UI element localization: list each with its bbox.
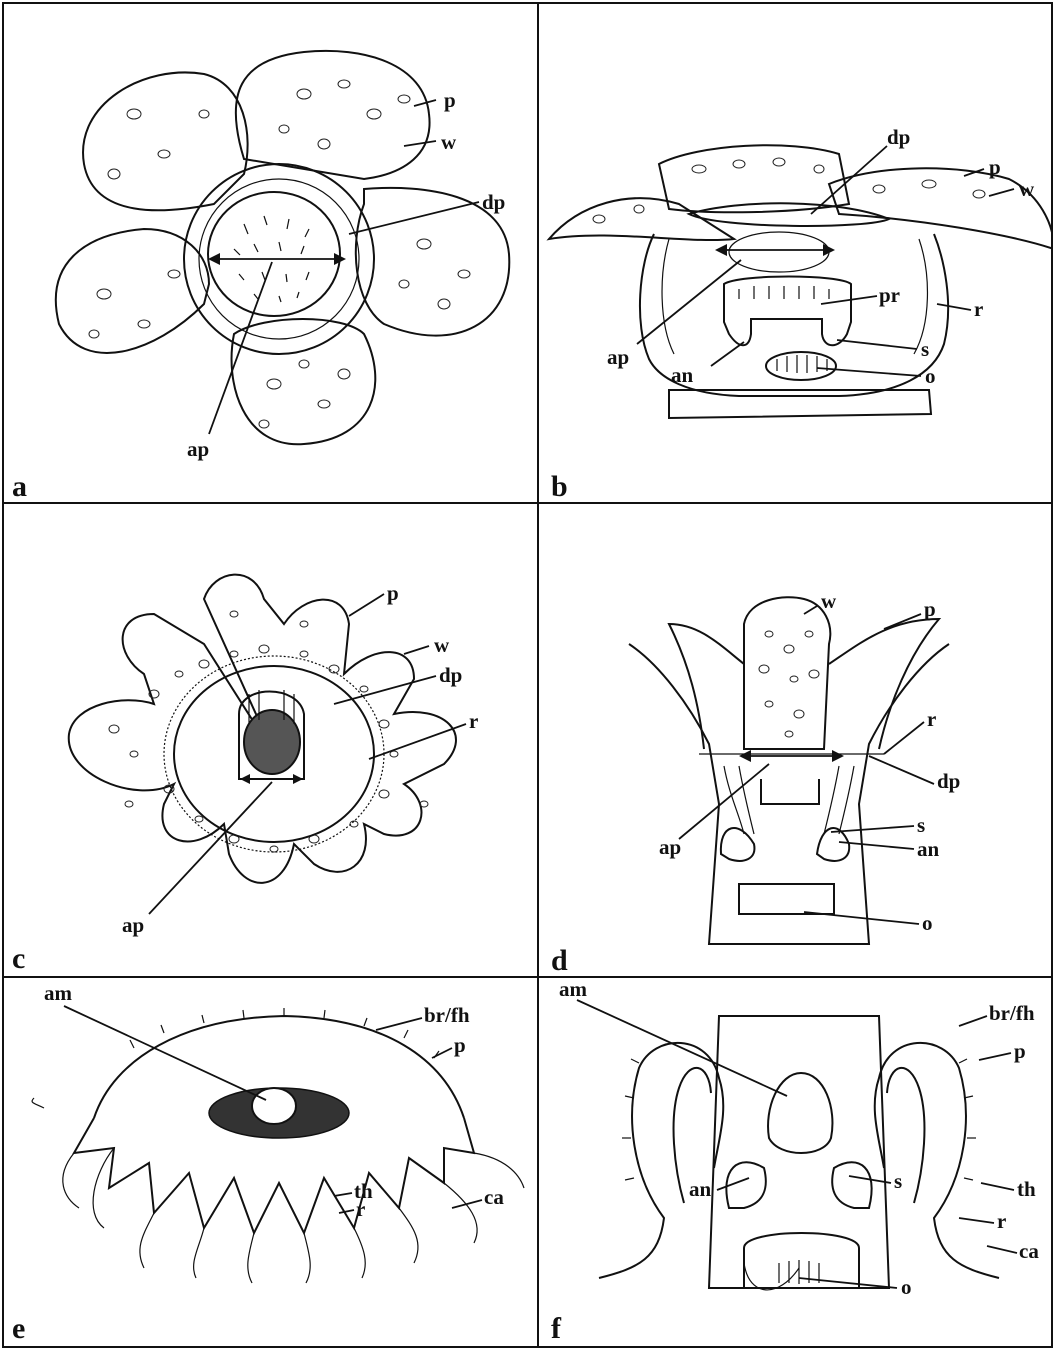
label-p: p <box>387 581 399 605</box>
panel-d: w p r dp ap s an o d <box>537 502 1053 978</box>
label-am: am <box>44 981 73 1005</box>
panel-letter-a: a <box>12 470 27 503</box>
label-ap: ap <box>122 913 144 937</box>
aperture-arrow-d <box>739 750 844 762</box>
label-th: th <box>1017 1177 1036 1201</box>
label-s: s <box>894 1169 902 1193</box>
label-p: p <box>924 597 936 621</box>
label-am: am <box>559 978 588 1001</box>
label-w: w <box>1019 177 1035 201</box>
flower-b-drawing <box>549 145 1053 418</box>
label-an: an <box>671 363 694 387</box>
flower-f-drawing <box>599 1016 999 1290</box>
label-an: an <box>917 837 940 861</box>
label-o: o <box>922 911 933 935</box>
label-r: r <box>356 1197 365 1221</box>
label-w: w <box>441 130 457 154</box>
label-dp: dp <box>887 125 910 149</box>
label-s: s <box>921 337 929 361</box>
label-r: r <box>997 1209 1006 1233</box>
label-p: p <box>989 155 1001 179</box>
aperture-arrow-b <box>715 244 835 256</box>
label-ap: ap <box>187 437 209 461</box>
label-ca: ca <box>1019 1239 1039 1263</box>
label-o: o <box>901 1275 912 1299</box>
panel-c: p w dp r ap c <box>2 502 539 978</box>
label-ap: ap <box>659 835 681 859</box>
label-s: s <box>917 813 925 837</box>
label-p: p <box>454 1033 466 1057</box>
label-ap: ap <box>607 345 629 369</box>
panel-e: am br/fh p th r ca e <box>2 976 539 1348</box>
panel-letter-d: d <box>551 944 568 977</box>
aperture-arrow-a <box>208 253 346 265</box>
label-an: an <box>689 1177 712 1201</box>
flower-a-drawing <box>56 51 509 444</box>
label-w: w <box>434 633 450 657</box>
label-r: r <box>974 297 983 321</box>
label-dp: dp <box>937 769 960 793</box>
panel-letter-b: b <box>551 470 568 503</box>
label-brfh: br/fh <box>989 1001 1035 1025</box>
label-dp: dp <box>482 190 505 214</box>
label-p: p <box>1014 1039 1026 1063</box>
label-r: r <box>469 709 478 733</box>
panel-f: am br/fh p an s th r ca o f <box>537 976 1053 1348</box>
panel-letter-c: c <box>12 942 25 975</box>
label-w: w <box>821 589 837 613</box>
label-p: p <box>444 88 456 112</box>
flower-c-drawing <box>69 575 456 883</box>
panel-letter-f: f <box>551 1312 562 1345</box>
label-dp: dp <box>439 663 462 687</box>
label-pr: pr <box>879 283 900 307</box>
panel-b: dp p w pr r ap s an o b <box>537 2 1053 504</box>
label-brfh: br/fh <box>424 1003 470 1027</box>
label-o: o <box>925 364 936 388</box>
panel-letter-e: e <box>12 1312 25 1345</box>
panel-a: p w dp ap a <box>2 2 539 504</box>
label-ca: ca <box>484 1185 504 1209</box>
label-r: r <box>927 707 936 731</box>
